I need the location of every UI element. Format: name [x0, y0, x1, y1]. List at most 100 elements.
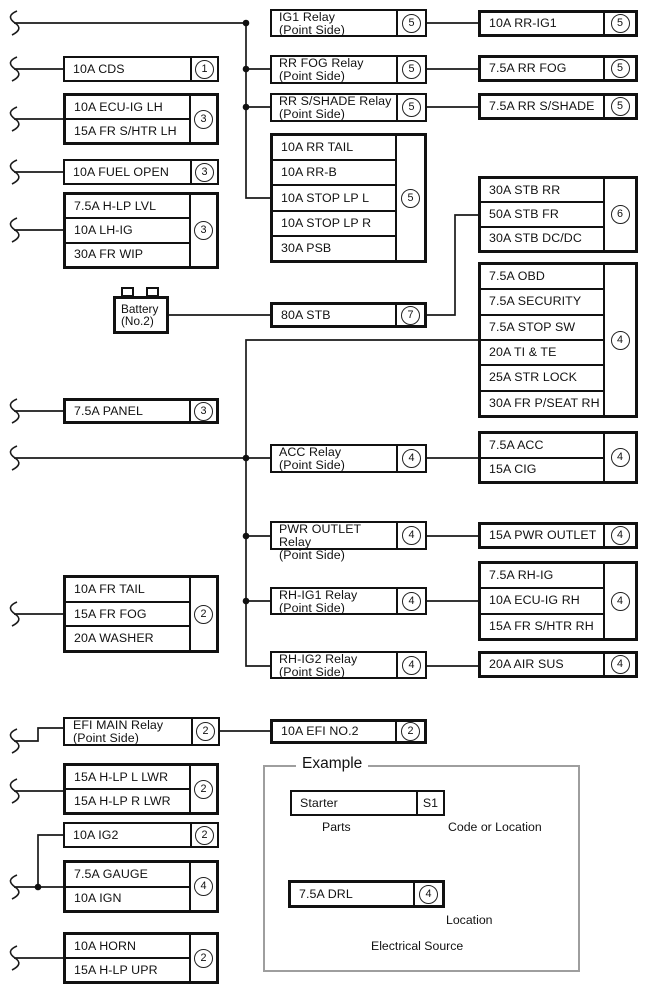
location-cell: 2: [190, 824, 217, 846]
location-number: 5: [402, 13, 421, 33]
location-number: 1: [195, 59, 214, 79]
relay-label: EFI MAIN Relay (Point Side): [73, 718, 164, 745]
example-source-label: 7.5A DRL: [299, 886, 353, 901]
wire-efi-main-in: [14, 727, 63, 742]
fuse-label: 10A EFI NO.2: [281, 724, 359, 738]
location-number: 4: [610, 526, 630, 545]
example-parts-label: Starter: [300, 795, 338, 810]
fuse-label: 10A RR-B: [273, 159, 395, 184]
relay-box-rr-fog: RR FOG Relay (Point Side) 5: [270, 55, 427, 84]
fuse-label: 7.5A RR FOG: [489, 61, 567, 75]
fuse-label: 15A FR S/HTR RH: [481, 612, 603, 638]
fuse-label: 10A RR TAIL: [281, 140, 354, 155]
example-callout-location: Location: [446, 913, 493, 927]
location-cell: 5: [396, 11, 425, 35]
location-cell: 2: [191, 719, 218, 744]
location-number: 3: [195, 162, 214, 182]
location-cell: 2: [189, 578, 216, 650]
fuse-group-ecu-ig-lh: 10A ECU-IG LH 15A FR S/HTR LH 3: [63, 93, 219, 145]
location-number: 2: [194, 948, 213, 968]
example-callout-electrical-source: Electrical Source: [371, 939, 464, 953]
relay-box-rh-ig2: RH-IG2 Relay (Point Side) 4: [270, 651, 427, 679]
fuse-box-fuel-open: 10A FUEL OPEN 3: [63, 159, 219, 185]
relay-box-ig1: IG1 Relay (Point Side) 5: [270, 9, 427, 37]
fuse-label: 10A HORN: [74, 938, 137, 953]
battery-label: Battery (No.2): [121, 301, 159, 328]
fuse-label: 15A H-LP R LWR: [66, 788, 189, 812]
fuse-group-hlp-lwr: 15A H-LP L LWR 15A H-LP R LWR 2: [63, 763, 219, 815]
fuse-label: 7.5A GAUGE: [74, 866, 149, 881]
location-cell: 5: [396, 95, 425, 120]
relay-box-rr-sshade: RR S/SHADE Relay (Point Side) 5: [270, 93, 427, 122]
example-location-cell: 4: [413, 883, 442, 905]
fuse-group-stop: 10A RR TAIL 10A RR-B 10A STOP LP L 10A S…: [270, 133, 427, 263]
location-cell: 2: [189, 766, 216, 812]
fuse-label: 7.5A RH-IG: [489, 568, 554, 583]
fuse-label: 10A STOP LP L: [273, 184, 395, 209]
fuse-label: 10A FUEL OPEN: [73, 164, 169, 179]
wire-break-squiggle: [9, 398, 20, 424]
wire-break-squiggle: [9, 728, 20, 754]
wire-break-squiggle: [9, 945, 20, 971]
relay-box-efi-main: EFI MAIN Relay (Point Side) 2: [63, 717, 220, 746]
location-number: 4: [402, 655, 421, 675]
location-cell: 5: [603, 96, 635, 117]
relay-label: RR FOG Relay (Point Side): [279, 56, 364, 83]
relay-label: IG1 Relay (Point Side): [279, 10, 345, 37]
fuse-box-ig2: 10A IG2 2: [63, 822, 219, 848]
location-number: 4: [194, 877, 213, 896]
fuse-group-fr-tail: 10A FR TAIL 15A FR FOG 20A WASHER 2: [63, 575, 219, 653]
wire-ig2-branch: [37, 834, 63, 887]
location-number: 4: [610, 448, 630, 467]
location-number: 2: [401, 722, 420, 741]
fuse-group-stb: 30A STB RR 50A STB FR 30A STB DC/DC 6: [478, 176, 638, 253]
location-number: 6: [610, 205, 630, 224]
wire-break-squiggle: [9, 56, 20, 82]
fuse-box-panel: 7.5A PANEL 3: [63, 398, 219, 424]
fuse-label: 7.5A H-LP LVL: [74, 198, 157, 213]
fuse-label: 10A LH-IG: [66, 217, 189, 241]
wire-break-squiggle: [9, 601, 20, 627]
junction-dot: [242, 19, 250, 27]
location-number: 4: [402, 449, 421, 468]
location-cell: 2: [189, 935, 216, 981]
example-drl-box: 7.5A DRL 4: [288, 880, 445, 908]
fuse-group-acc: 7.5A ACC 15A CIG 4: [478, 431, 638, 484]
location-cell: 2: [395, 722, 424, 741]
location-cell: 4: [396, 653, 425, 677]
fuse-label: 10A STOP LP R: [273, 209, 395, 235]
location-number: 5: [610, 97, 630, 116]
wire-break-squiggle: [9, 217, 20, 243]
example-code-cell: S1: [416, 792, 443, 814]
location-number: 4: [610, 330, 630, 350]
location-cell: 3: [190, 161, 217, 183]
fuse-box-pwr-outlet: 15A PWR OUTLET 4: [478, 522, 638, 549]
junction-dot: [34, 883, 42, 891]
fuse-label: 10A CDS: [73, 61, 125, 76]
fuse-label: 15A PWR OUTLET: [489, 528, 597, 542]
fuse-group-rh-ig: 7.5A RH-IG 10A ECU-IG RH 15A FR S/HTR RH…: [478, 561, 638, 641]
fuse-group-obd: 7.5A OBD 7.5A SECURITY 7.5A STOP SW 20A …: [478, 262, 638, 418]
fuse-box-cds: 10A CDS 1: [63, 56, 219, 82]
location-cell: 4: [603, 525, 635, 546]
fuse-label: 15A CIG: [481, 456, 603, 482]
relay-box-acc: ACC Relay (Point Side) 4: [270, 444, 427, 473]
location-number: 2: [195, 825, 214, 845]
location-cell: 3: [189, 195, 216, 266]
location-cell: 5: [396, 57, 425, 82]
wire-break-squiggle: [9, 778, 20, 804]
fuse-label: 30A STB RR: [489, 182, 561, 197]
location-number: 3: [194, 109, 213, 129]
wire-bus-up-to-obd: [245, 339, 478, 458]
location-number: 4: [402, 591, 421, 611]
fuse-label: 30A FR WIP: [66, 241, 189, 266]
fuse-label: 30A FR P/SEAT RH: [481, 389, 603, 415]
location-number: 4: [419, 884, 438, 904]
fuse-group-gauge: 7.5A GAUGE 10A IGN 4: [63, 860, 219, 913]
fuse-label: 20A TI & TE: [481, 338, 603, 364]
fuse-box-efi-no2: 10A EFI NO.2 2: [270, 719, 427, 744]
fuse-label: 80A STB: [281, 307, 331, 322]
relay-label: RR S/SHADE Relay (Point Side): [279, 94, 392, 121]
relay-box-pwr-outlet: PWR OUTLET Relay (Point Side) 4: [270, 521, 427, 562]
location-number: 2: [194, 779, 213, 799]
